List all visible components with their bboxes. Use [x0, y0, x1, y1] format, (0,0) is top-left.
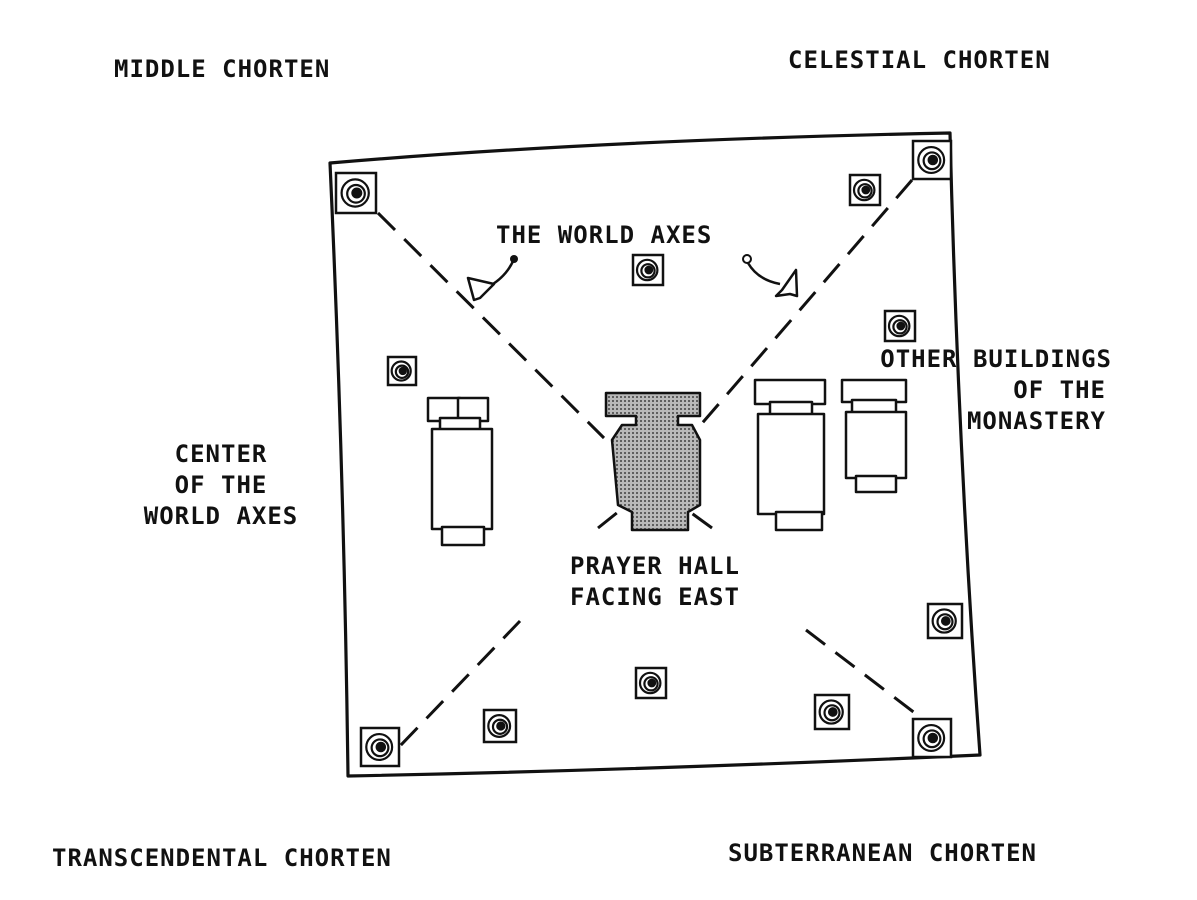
axis-line-se	[805, 628, 925, 722]
world-axes-lines	[376, 179, 925, 748]
chorten-icon	[911, 717, 953, 759]
axis-stub-sw	[597, 510, 619, 530]
building-outline	[426, 396, 494, 547]
other-buildings-label-line: OTHER BUILDINGS	[880, 345, 1112, 373]
chorten-icon	[926, 602, 964, 640]
other-buildings-label-line: MONASTERY	[966, 407, 1106, 435]
curved-arrow-icon	[466, 255, 518, 302]
axis-line-nw	[376, 211, 606, 440]
chorten-icon	[334, 171, 378, 215]
chorten-icon	[813, 693, 851, 731]
subterranean-chorten-label: SUBTERRANEAN CHORTEN	[728, 839, 1037, 867]
prayer-hall-label: PRAYER HALL FACING EAST	[541, 551, 769, 613]
middle-chorten-label: MIDDLE CHORTEN	[114, 55, 331, 83]
world-axes-label: THE WORLD AXES	[496, 221, 713, 249]
center-of-world-axes-label: CENTER OF THE WORLD AXES	[118, 439, 324, 532]
curved-arrow-icon	[742, 254, 799, 298]
prayer-hall-label-line: PRAYER HALL	[570, 552, 740, 580]
chorten-icon	[634, 666, 668, 700]
prayer-hall-label-line: FACING EAST	[570, 583, 740, 611]
chorten-icon	[386, 355, 418, 387]
monastery-enclosure	[328, 131, 982, 778]
chorten-icon	[883, 309, 917, 343]
building-outline	[840, 378, 908, 494]
other-buildings-label: OTHER BUILDINGS OF THE MONASTERY	[824, 344, 1114, 437]
axis-line-ne	[696, 179, 914, 429]
chorten-icon	[631, 253, 665, 287]
chorten-icon	[911, 139, 953, 181]
center-label-line: CENTER	[174, 440, 268, 468]
chorten-icon	[848, 173, 882, 207]
axis-stub-se	[689, 510, 713, 530]
building-outline	[753, 378, 827, 532]
other-buildings-label-line: OF THE	[1013, 376, 1106, 404]
prayer-hall-shape	[604, 391, 702, 532]
center-label-line: OF THE	[174, 471, 268, 499]
celestial-chorten-label: CELESTIAL CHORTEN	[788, 46, 1051, 74]
chorten-icon	[359, 726, 401, 768]
chorten-symbols	[334, 139, 964, 768]
chorten-icon	[482, 708, 518, 744]
axis-line-sw	[398, 619, 522, 748]
center-label-line: WORLD AXES	[143, 502, 299, 530]
transcendental-chorten-label: TRANSCENDENTAL CHORTEN	[52, 844, 392, 872]
